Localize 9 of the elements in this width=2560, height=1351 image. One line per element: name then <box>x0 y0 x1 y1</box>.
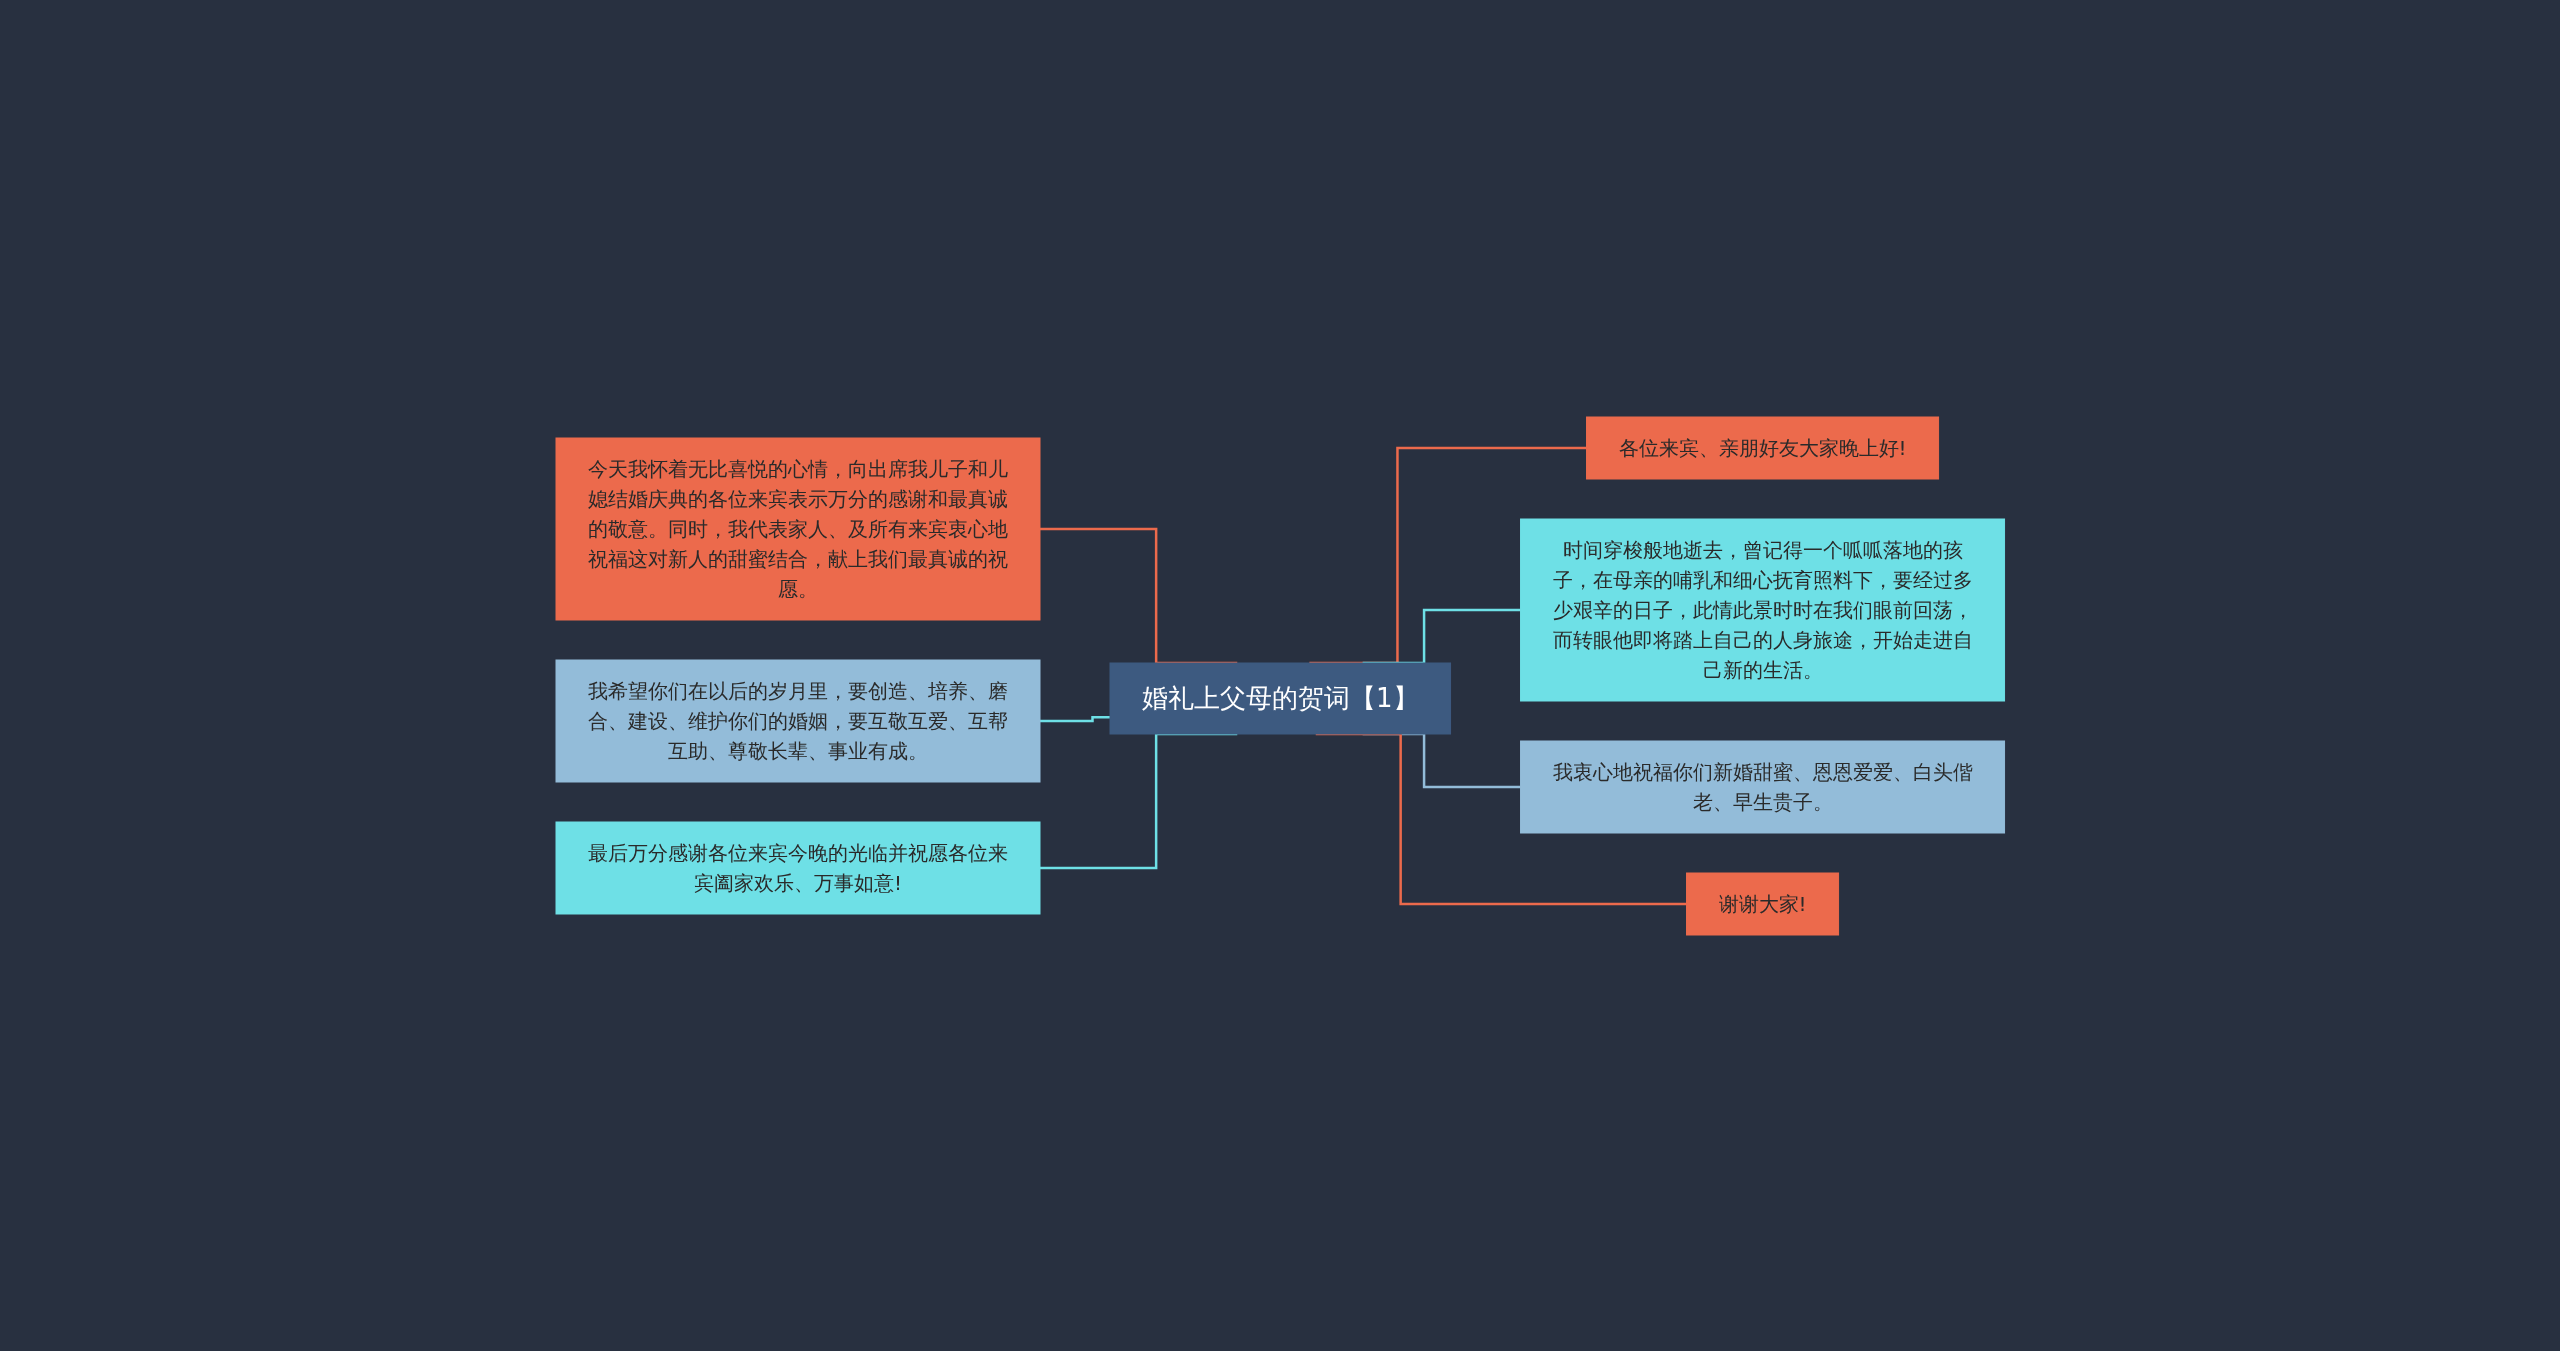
node-box: 今天我怀着无比喜悦的心情，向出席我儿子和儿媳结婚庆典的各位来宾表示万分的感谢和最真诚的敬意。同时，我代表家人、及所有来宾衷心地祝福这对新人的甜蜜结合，献上我们最真诚的祝愿。 <box>555 437 1041 620</box>
node-box: 我衷心地祝福你们新婚甜蜜、恩恩爱爱、白头偕老、早生贵子。 <box>1519 740 2005 833</box>
node-box: 我希望你们在以后的岁月里，要创造、培养、磨合、建设、维护你们的婚姻，要互敬互爱、互帮互助、尊敬长辈、事业有成。 <box>555 659 1041 782</box>
node-box: 时间穿梭般地逝去，曾记得一个呱呱落地的孩子，在母亲的哺乳和细心抚育照料下，要经过多少艰辛的日子，此情此景时时在我们眼前回荡，而转眼他即将踏上自己的人身旅途，开始走进自己新的生活。 <box>1519 518 2005 701</box>
node-box: 婚礼上父母的贺词【1】 <box>1109 662 1451 734</box>
node-box: 最后万分感谢各位来宾今晚的光临并祝愿各位来宾阖家欢乐、万事如意! <box>555 821 1041 914</box>
connector <box>1039 715 1110 722</box>
node-box: 谢谢大家! <box>1685 872 1839 935</box>
node-box: 各位来宾、亲朋好友大家晚上好! <box>1585 416 1939 479</box>
